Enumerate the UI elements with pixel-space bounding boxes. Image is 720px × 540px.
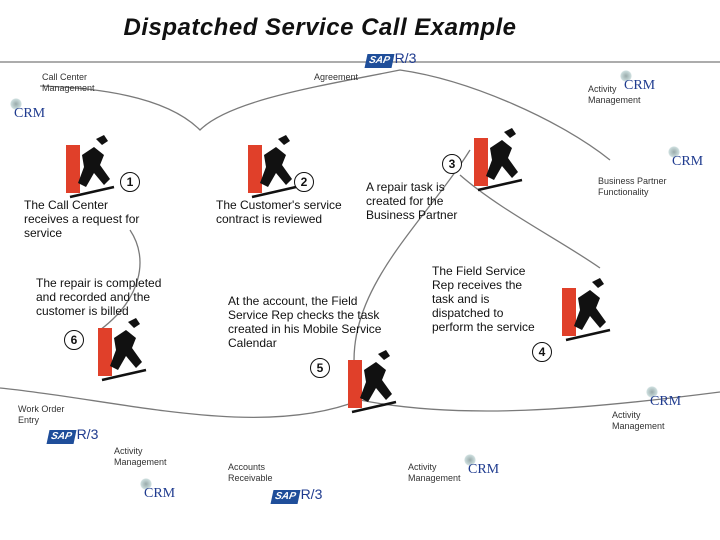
flow-lines — [0, 61, 720, 418]
call-center-management-label: Call Center Management — [42, 72, 95, 93]
step-3-badge: 3 — [442, 154, 462, 174]
page-title: Dispatched Service Call Example — [123, 14, 517, 41]
crm-logo-right: CRM — [646, 386, 681, 412]
crm-logo-left: CRM — [10, 98, 45, 124]
step-4-text: The Field Service Rep receives the task … — [432, 264, 535, 334]
activity-management-right-label: Activity Management — [612, 410, 665, 431]
step-2-badge: 2 — [294, 172, 314, 192]
r3-label: R/3 — [394, 50, 417, 66]
step-1-badge: 1 — [120, 172, 140, 192]
person-figure-2 — [248, 135, 297, 199]
crm-logo-bottom: CRM — [464, 454, 499, 480]
activity-management-bottom-left-label: Activity Management — [114, 446, 167, 467]
top-flow-line — [39, 69, 611, 161]
activity-management-bottom-label: Activity Management — [408, 462, 461, 483]
person-figure-1 — [66, 135, 115, 199]
left-flow-line — [99, 229, 141, 331]
business-partner-label: Business Partner Functionality — [598, 176, 667, 197]
crm-logo-top-right: CRM — [620, 70, 655, 96]
crm-logo-bottom-left: CRM — [140, 478, 175, 504]
step-6-badge: 6 — [64, 330, 84, 350]
person-figure-4 — [562, 278, 611, 342]
step-1-text: The Call Center receives a request for s… — [24, 198, 140, 240]
step-5-text: At the account, the Field Service Rep ch… — [228, 294, 382, 350]
step-4-badge: 4 — [532, 342, 552, 362]
person-figure-5 — [348, 350, 397, 414]
sap-logo: SAP — [364, 54, 395, 68]
right-flow-line — [459, 174, 601, 269]
step-5-badge: 5 — [310, 358, 330, 378]
step-3-text: A repair task is created for the Busines… — [366, 180, 458, 222]
person-figure-6 — [98, 318, 147, 382]
step-2-text: The Customer's service contract is revie… — [216, 198, 342, 226]
service-figures — [66, 128, 611, 414]
crm-logo-business-partner: CRM — [668, 146, 703, 172]
accounts-receivable-label: Accounts Receivable — [228, 462, 273, 483]
step-6-text: The repair is completed and recorded and… — [36, 276, 162, 318]
activity-management-top-label: Activity Management — [588, 84, 641, 105]
work-order-entry-label: Work Order Entry — [18, 404, 65, 425]
person-figure-3 — [474, 128, 523, 192]
agreement-label: Agreement — [314, 72, 359, 82]
